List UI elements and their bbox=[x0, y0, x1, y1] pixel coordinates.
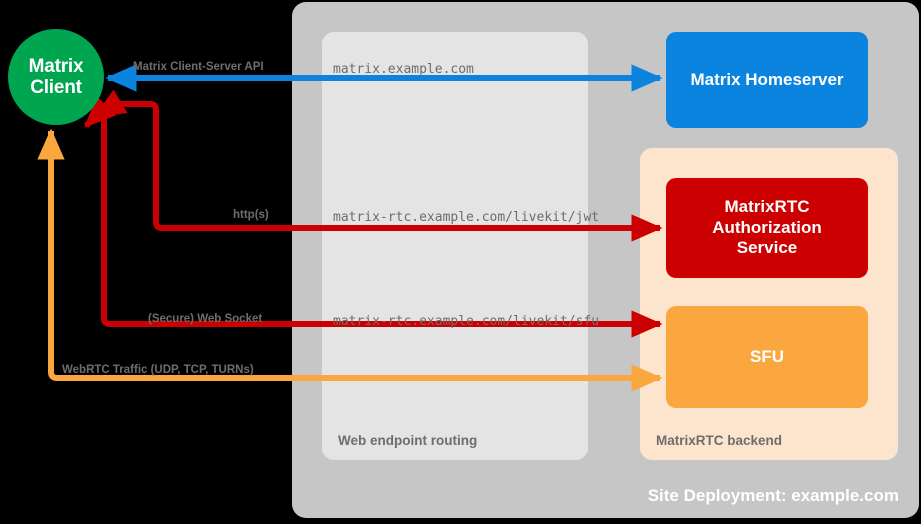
url-label-livekit-sfu: matrix-rtc.example.com/livekit/sfu bbox=[333, 314, 600, 329]
auth-service-label-line1: MatrixRTC bbox=[724, 196, 810, 216]
edge-label-webrtc-traffic: WebRTC Traffic (UDP, TCP, TURNs) bbox=[62, 364, 254, 376]
sfu-node[interactable]: SFU bbox=[666, 306, 868, 408]
matrix-homeserver-label: Matrix Homeserver bbox=[690, 70, 844, 89]
matrix-homeserver-node[interactable]: Matrix Homeserver bbox=[666, 32, 868, 128]
edge-label-web-socket: (Secure) Web Socket bbox=[148, 313, 263, 325]
matrixrtc-backend-label: MatrixRTC backend bbox=[656, 433, 783, 448]
url-label-matrix-example-com: matrix.example.com bbox=[333, 62, 474, 77]
sfu-label: SFU bbox=[750, 347, 784, 366]
matrix-client-label-line2: Client bbox=[30, 77, 82, 98]
auth-service-label-line3: Service bbox=[736, 238, 798, 258]
web-endpoint-routing-container: Web endpoint routing bbox=[322, 32, 588, 460]
site-deployment-label: Site Deployment: example.com bbox=[647, 486, 899, 505]
edge-label-client-server-api: Matrix Client-Server API bbox=[133, 61, 264, 73]
web-endpoint-routing-label: Web endpoint routing bbox=[338, 433, 478, 448]
matrix-client-node[interactable]: Matrix Client bbox=[8, 29, 104, 125]
matrix-client-label-line1: Matrix bbox=[28, 55, 84, 77]
edge-label-https: http(s) bbox=[233, 209, 269, 221]
matrixrtc-authorization-service-node[interactable]: MatrixRTC Authorization Service bbox=[666, 178, 868, 278]
auth-service-label-line2: Authorization bbox=[712, 217, 822, 237]
url-label-livekit-jwt: matrix-rtc.example.com/livekit/jwt bbox=[333, 210, 600, 225]
